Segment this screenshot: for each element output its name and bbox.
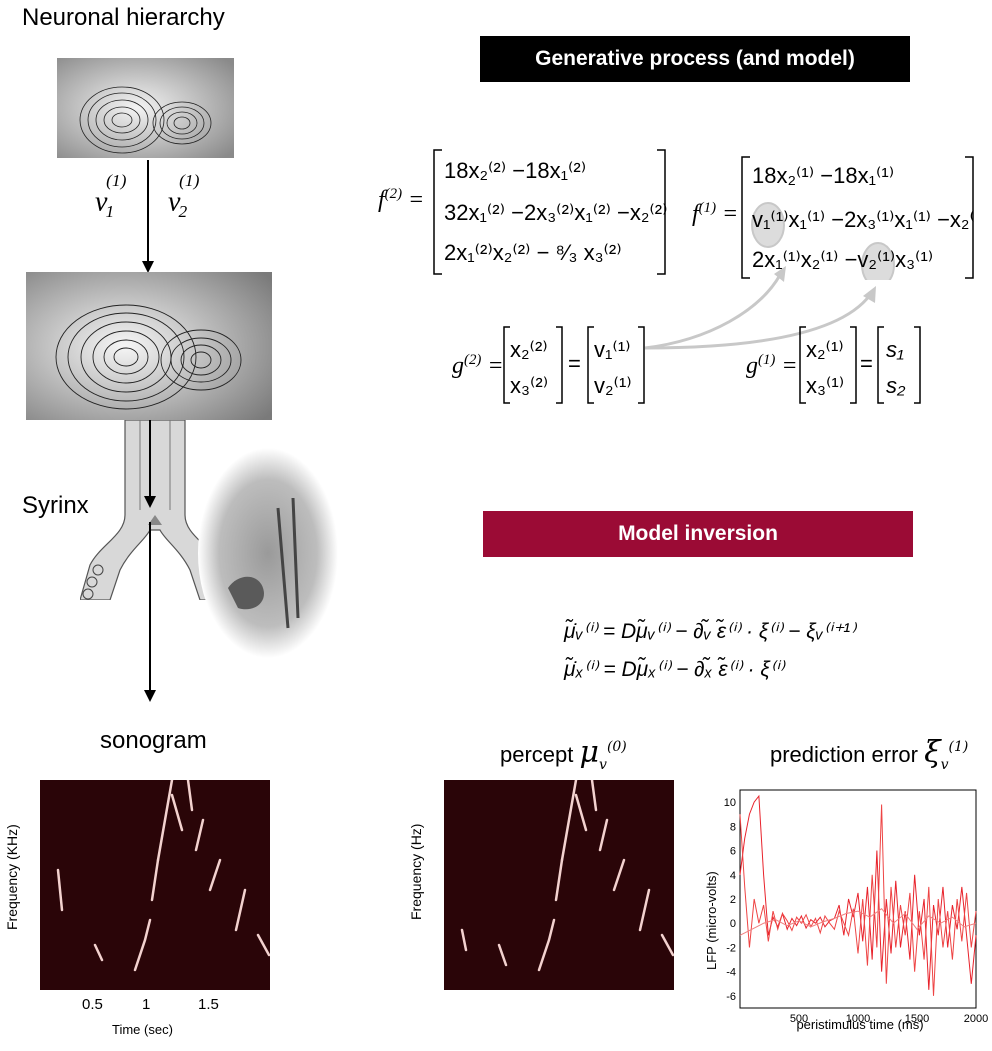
f2-lhs: f(2) =	[378, 186, 425, 213]
sonogram-label: sonogram	[100, 727, 207, 754]
svg-text:x₃⁽¹⁾: x₃⁽¹⁾	[806, 373, 844, 398]
lfp-ytick: 6	[730, 846, 736, 858]
percept-plot	[444, 780, 674, 990]
model-inversion-header: Model inversion	[483, 511, 913, 557]
svg-text:v₂⁽¹⁾: v₂⁽¹⁾	[594, 373, 632, 398]
g2-lhs: g(2) =	[452, 352, 504, 379]
lfp-ytick: -2	[726, 942, 736, 954]
v1-label: v1(1)	[95, 171, 127, 221]
lfp-xtick: 500	[790, 1013, 808, 1025]
lfp-ytick: 2	[730, 894, 736, 906]
coupling-arrows	[644, 266, 876, 350]
svg-text:s₂: s₂	[886, 373, 906, 398]
percept-label: percept μv(0)	[500, 735, 627, 773]
lfp-ytick: 10	[724, 797, 736, 809]
lfp-ytick: 0	[730, 918, 736, 930]
svg-text:2x₁⁽²⁾x₂⁽²⁾ − ⁸⁄₃ x₃⁽²⁾: 2x₁⁽²⁾x₂⁽²⁾ − ⁸⁄₃ x₃⁽²⁾	[444, 240, 622, 265]
lfp-ytick: 4	[730, 870, 736, 882]
inversion-equations: μ̃̇ᵥ⁽ⁱ⁾ = Dμ̃ᵥ⁽ⁱ⁾ − ∂ᵥ̃ ε̃⁽ⁱ⁾ · ξ⁽ⁱ⁾ − ξ…	[563, 619, 857, 681]
f1-lhs: f(1) =	[692, 200, 739, 227]
sonogram-ylabel: Frequency (KHz)	[4, 824, 20, 930]
attractor-image-top	[57, 58, 234, 158]
arrow-down-3	[144, 522, 156, 702]
percept-ylabel: Frequency (Hz)	[408, 823, 424, 920]
lfp-ytick: -4	[726, 967, 736, 979]
lfp-xtick: 2000	[964, 1013, 988, 1025]
sonogram-plot	[40, 780, 270, 990]
arrow-down-2	[144, 420, 156, 508]
svg-text:x₃⁽²⁾: x₃⁽²⁾	[510, 373, 548, 398]
svg-text:x₂⁽²⁾: x₂⁽²⁾	[510, 337, 548, 362]
lfp-chart: LFP (micro-volts) 500 1000 1500 2000 10 8 6 4 2 0…	[704, 789, 988, 1032]
lfp-xtick: 1500	[905, 1013, 929, 1025]
lfp-ytick: -6	[726, 991, 736, 1003]
g2-matrix: x₂⁽²⁾ x₃⁽²⁾ = v₁⁽¹⁾ v₂⁽¹⁾	[503, 326, 645, 404]
svg-text:=: =	[568, 351, 581, 376]
svg-text:18x₂⁽²⁾ −18x₁⁽²⁾: 18x₂⁽²⁾ −18x₁⁽²⁾	[444, 158, 586, 183]
svg-text:18x₂⁽¹⁾ −18x₁⁽¹⁾: 18x₂⁽¹⁾ −18x₁⁽¹⁾	[752, 163, 894, 188]
svg-text:=: =	[860, 351, 873, 376]
svg-text:2x₁⁽¹⁾x₂⁽¹⁾ −v₂⁽¹⁾x₃⁽¹⁾: 2x₁⁽¹⁾x₂⁽¹⁾ −v₂⁽¹⁾x₃⁽¹⁾	[752, 247, 933, 272]
prediction-error-label: prediction error ξv(1)	[770, 735, 969, 773]
svg-text:x₂⁽¹⁾: x₂⁽¹⁾	[806, 337, 844, 362]
lfp-series-line	[739, 908, 977, 936]
svg-text:μ̃̇ₓ⁽ⁱ⁾ = Dμ̃ₓ⁽ⁱ⁾ − ∂ₓ̃ ε̃⁽ⁱ⁾: μ̃̇ₓ⁽ⁱ⁾ = Dμ̃ₓ⁽ⁱ⁾ − ∂ₓ̃ ε̃⁽ⁱ⁾ · ξ⁽ⁱ⁾	[563, 657, 786, 681]
sonogram-xtick-2: 1	[142, 996, 151, 1013]
sonogram-xtick-3: 1.5	[198, 996, 219, 1013]
sonogram-xtick-1: 0.5	[82, 996, 103, 1013]
svg-text:μ̃̇ᵥ⁽ⁱ⁾ = Dμ̃ᵥ⁽ⁱ⁾ − ∂ᵥ̃ ε̃⁽ⁱ⁾: μ̃̇ᵥ⁽ⁱ⁾ = Dμ̃ᵥ⁽ⁱ⁾ − ∂ᵥ̃ ε̃⁽ⁱ⁾ · ξ⁽ⁱ⁾ − ξ…	[563, 619, 857, 643]
attractor-image-middle	[26, 272, 272, 420]
f1-matrix: 18x₂⁽¹⁾ −18x₁⁽¹⁾ v₁⁽¹⁾x₁⁽¹⁾ −2x₃⁽¹⁾x₁⁽¹⁾…	[741, 156, 975, 280]
syrinx-label: Syrinx	[22, 492, 89, 519]
arrow-down-1	[142, 160, 154, 273]
v2-label: v2(1)	[168, 171, 200, 221]
lfp-ylabel: LFP (micro-volts)	[704, 871, 719, 970]
g1-matrix: x₂⁽¹⁾ x₃⁽¹⁾ = s₁ s₂	[799, 326, 921, 404]
svg-text:32x₁⁽²⁾ −2x₃⁽²⁾x₁⁽²⁾ −x₂⁽²⁾: 32x₁⁽²⁾ −2x₃⁽²⁾x₁⁽²⁾ −x₂⁽²⁾	[444, 200, 667, 225]
svg-text:v₁⁽¹⁾x₁⁽¹⁾ −2x₃⁽¹⁾x₁⁽¹⁾ −x₂⁽¹⁾: v₁⁽¹⁾x₁⁽¹⁾ −2x₃⁽¹⁾x₁⁽¹⁾ −x₂⁽¹⁾	[752, 207, 975, 232]
lfp-ytick: 8	[730, 821, 736, 833]
lfp-xlabel: peristimulus time (ms)	[796, 1017, 923, 1032]
g1-lhs: g(1) =	[746, 352, 798, 379]
lfp-xtick: 1000	[846, 1013, 870, 1025]
sonogram-xlabel: Time (sec)	[112, 1022, 173, 1037]
lfp-series-line	[739, 804, 977, 996]
generative-header: Generative process (and model)	[480, 36, 910, 82]
lfp-plot-frame	[739, 789, 977, 1009]
svg-text:v₁⁽¹⁾: v₁⁽¹⁾	[594, 337, 631, 362]
bird-image	[198, 448, 338, 658]
f2-matrix: 18x₂⁽²⁾ −18x₁⁽²⁾ 32x₁⁽²⁾ −2x₃⁽²⁾x₁⁽²⁾ −x…	[433, 149, 667, 275]
svg-text:s₁: s₁	[886, 337, 904, 362]
neuronal-hierarchy-title: Neuronal hierarchy	[22, 4, 225, 31]
